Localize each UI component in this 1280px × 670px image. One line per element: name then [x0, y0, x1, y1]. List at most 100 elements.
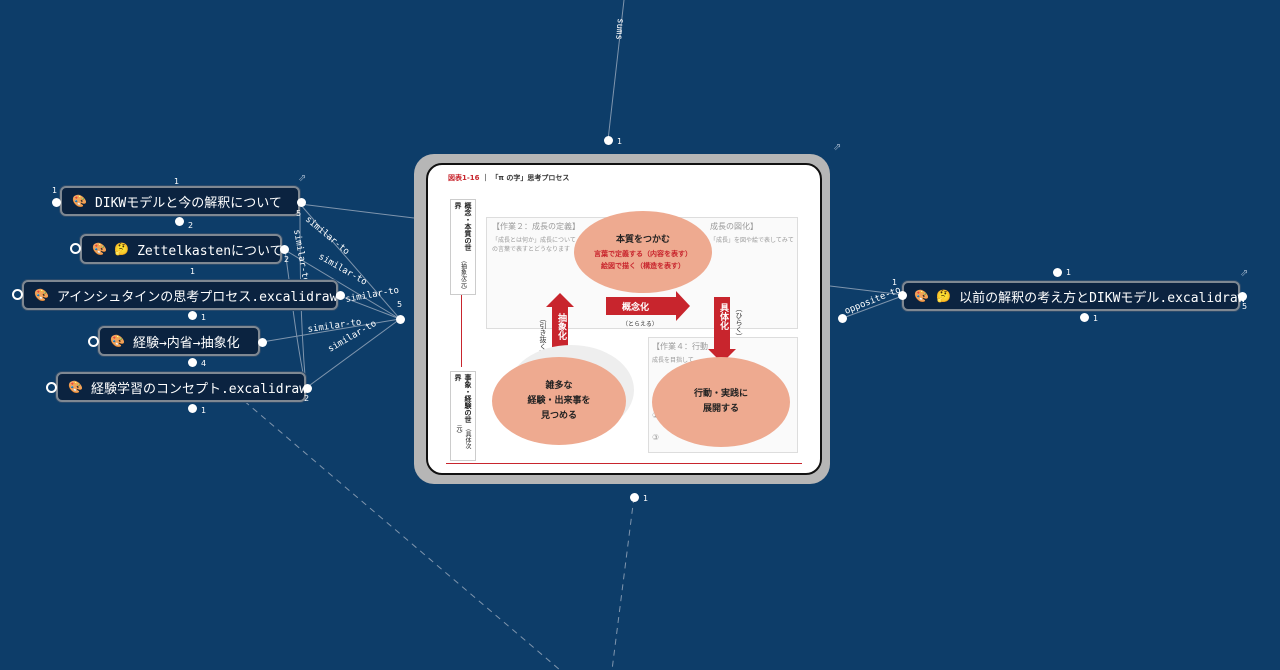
task2-desc1: 「成長とは何か」成長について [492, 237, 576, 244]
figure-bottom-rule [446, 463, 802, 464]
node-concept-label: 経験学習のコンセプト.excalidraw [90, 381, 308, 397]
external-link-icon[interactable]: ⇗ [833, 142, 842, 153]
node-previous-label: 以前の解釈の考え方とDIKWモデル.excalidraw [959, 290, 1246, 306]
einstein-right-handle[interactable] [336, 291, 345, 300]
bottom-world-label: 事象・経験の世界（具体次元） [450, 371, 476, 461]
node-previous[interactable]: 🎨 🤔 以前の解釈の考え方とDIKWモデル.excalidraw [902, 281, 1246, 311]
prev-bottom-handle[interactable] [1080, 313, 1089, 322]
edge-dikw-card [299, 203, 415, 219]
dikw-right-count: 5 [296, 209, 302, 218]
palette-thinking-icon: 🎨 🤔 [92, 242, 130, 256]
abstract-arrow-head [546, 293, 574, 307]
palette-icon: 🎨 [34, 288, 49, 302]
prev-top-count: 1 [1066, 268, 1072, 277]
edge-hub-dikw [299, 203, 401, 320]
zettel-right-handle[interactable] [280, 245, 289, 254]
figure-image: 図表1-16 ｜ 「π の字」思考プロセス 概念・本質の世界（抽象次元） 事象・… [426, 163, 822, 475]
edge-bottom-dashed [611, 496, 635, 670]
node-dikw[interactable]: 🎨 DIKWモデルと今の解釈について [60, 186, 300, 216]
essence-ellipse: 本質をつかむ 言葉で定義する（内容を表す） 絵図で描く（構造を表す） [574, 211, 712, 293]
edge-hub-concept [305, 318, 401, 389]
edge-label-similar-6: similar-to [291, 229, 310, 284]
task3-desc1: 「成長」を図や絵で表してみて [710, 237, 794, 244]
dikw-left-handle[interactable] [52, 198, 61, 207]
prev-top-handle[interactable] [1053, 268, 1062, 277]
edge-label-similar-1: similar-to [303, 215, 351, 257]
task4-heading: 【作業４：行動 [652, 342, 708, 351]
task4-desc1: 成長を目指して [652, 357, 694, 364]
edge-hub-zettel [284, 249, 401, 320]
node-dikw-label: DIKWモデルと今の解釈について [94, 195, 282, 211]
abstract-arrow-label: 抽象化 [556, 313, 566, 340]
abstract-arrow-sub: （引き抜く） [539, 315, 547, 357]
dikw-bottom-count: 2 [188, 221, 194, 230]
palette-icon: 🎨 [72, 194, 87, 208]
top-hub-handle[interactable] [604, 136, 613, 145]
node-keiken-label: 経験→内省→抽象化 [132, 335, 240, 351]
edge-hub-keiken [261, 318, 401, 343]
edge-previous-card [829, 285, 906, 296]
concept-bottom-handle[interactable] [188, 404, 197, 413]
bottom-hub-handle[interactable] [630, 493, 639, 502]
concept-arrow [606, 297, 676, 315]
palette-icon: 🎨 [68, 380, 83, 394]
concept-arrow-sub: （とらえる） [622, 321, 658, 328]
world-divider-arrow [461, 295, 462, 367]
concept-right-handle[interactable] [303, 384, 312, 393]
concept-left-handle[interactable] [46, 382, 57, 393]
concept-bottom-count: 1 [201, 406, 207, 415]
external-link-icon[interactable]: ⇗ [1240, 268, 1249, 279]
edge-hub-einstein [339, 295, 401, 320]
node-einstein-label: アインシュタインの思考プロセス.excalidraw [56, 289, 338, 305]
edge-label-opposite: opposite-to [843, 285, 902, 317]
prev-left-count: 1 [892, 278, 898, 287]
experience-ellipse: 雑多な 経験・出来事を 見つめる [492, 357, 626, 445]
left-hub-count: 5 [397, 300, 403, 309]
edge-sums [607, 0, 625, 141]
action-ellipse: 行動・実践に 展開する [652, 357, 790, 447]
keiken-left-handle[interactable] [88, 336, 99, 347]
keiken-bottom-handle[interactable] [188, 358, 197, 367]
concept-right-count: 2 [304, 394, 310, 403]
dikw-top-count: 1 [174, 177, 180, 186]
dikw-bottom-handle[interactable] [175, 217, 184, 226]
node-einstein[interactable]: 🎨 アインシュタインの思考プロセス.excalidraw [22, 280, 338, 310]
task2-heading: 【作業２：成長の定義】 [492, 222, 580, 231]
left-hub-handle[interactable] [396, 315, 405, 324]
prev-right-count: 5 [1242, 302, 1248, 311]
bottom-hub-count: 1 [643, 494, 649, 503]
einstein-bottom-handle[interactable] [188, 311, 197, 320]
palette-thinking-icon: 🎨 🤔 [914, 289, 952, 303]
node-keiken[interactable]: 🎨 経験→内省→抽象化 [98, 326, 260, 356]
edge-concept-dashed [235, 393, 561, 670]
task4-num3: ③ [652, 433, 660, 442]
dikw-left-count: 1 [52, 186, 58, 195]
concrete-arrow-label: 具体化 [718, 303, 728, 330]
node-concept[interactable]: 🎨 経験学習のコンセプト.excalidraw [56, 372, 308, 402]
prev-bottom-count: 1 [1093, 314, 1099, 323]
prev-left-handle[interactable] [898, 291, 907, 300]
dikw-right-handle[interactable] [297, 198, 306, 207]
edge-label-sums: sums [613, 18, 625, 40]
top-world-label: 概念・本質の世界（抽象次元） [450, 199, 476, 295]
keiken-right-handle[interactable] [258, 338, 267, 347]
external-link-icon[interactable]: ⇗ [298, 173, 307, 184]
keiken-bottom-count: 4 [201, 359, 207, 368]
task3-heading: 成長の図化】 [710, 222, 758, 231]
zettel-right-count: 2 [284, 255, 290, 264]
opposite-handle[interactable] [838, 314, 847, 323]
einstein-top-count: 1 [190, 267, 196, 276]
einstein-left-handle[interactable] [12, 289, 23, 300]
task2-desc2: の言葉で表すとどうなります [492, 246, 571, 253]
prev-right-handle[interactable] [1238, 292, 1247, 301]
top-hub-count: 1 [617, 137, 623, 146]
edge-opposite [842, 294, 906, 319]
node-zettelkasten[interactable]: 🎨 🤔 Zettelkastenについて [80, 234, 283, 264]
concept-arrow-head [676, 291, 690, 321]
concept-arrow-label: 概念化 [622, 303, 650, 313]
image-card[interactable]: 図表1-16 ｜ 「π の字」思考プロセス 概念・本質の世界（抽象次元） 事象・… [414, 154, 830, 484]
concrete-arrow-sub: （ひらく） [735, 305, 743, 340]
zettel-left-handle[interactable] [70, 243, 81, 254]
palette-icon: 🎨 [110, 334, 125, 348]
